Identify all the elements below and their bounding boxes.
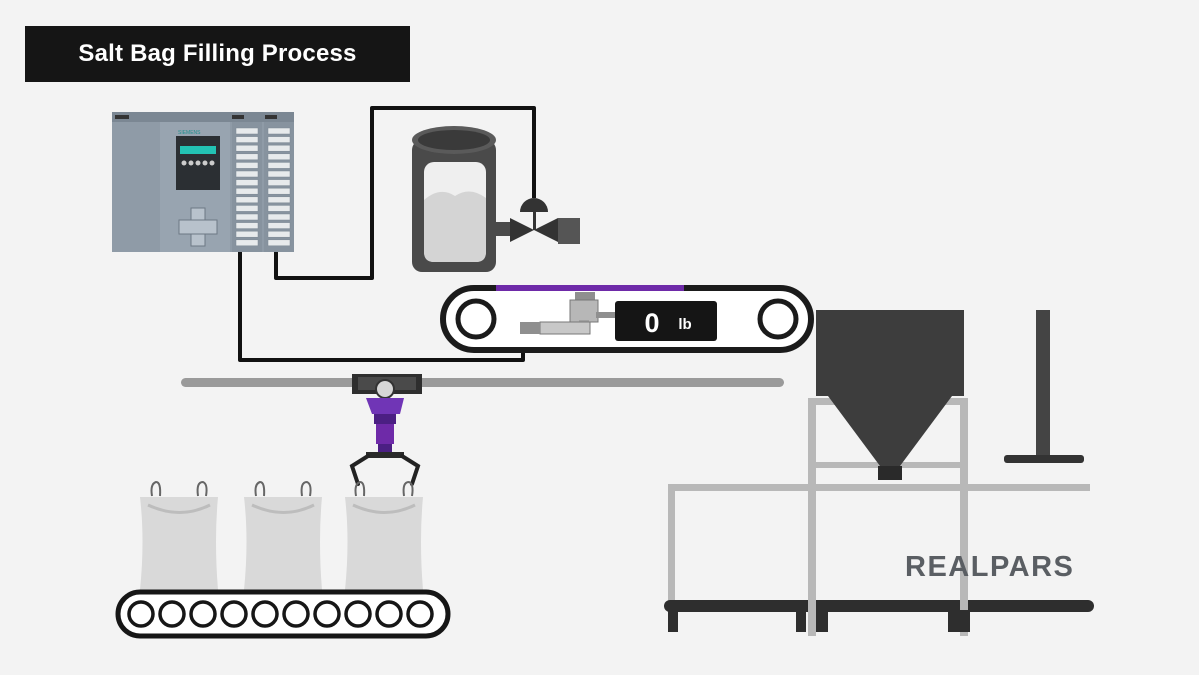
wire-plc-to-valve bbox=[274, 106, 536, 280]
io-terminal bbox=[267, 144, 291, 152]
io-terminal bbox=[267, 230, 291, 238]
io-terminal bbox=[267, 136, 291, 143]
io-terminal bbox=[235, 230, 259, 238]
io-terminal bbox=[235, 179, 259, 186]
bag-gripper-robot bbox=[349, 374, 422, 486]
conveyor-roller bbox=[158, 600, 186, 628]
salt-bag-2 bbox=[244, 480, 322, 590]
conveyor-roller bbox=[251, 600, 279, 628]
conveyor-roller bbox=[282, 600, 310, 628]
io-terminal bbox=[235, 213, 259, 221]
pneumatic-valve bbox=[510, 198, 580, 244]
io-terminal bbox=[267, 222, 291, 229]
io-terminal bbox=[267, 205, 291, 212]
io-terminal bbox=[267, 213, 291, 221]
conveyor-roller bbox=[406, 600, 434, 628]
conveyor-roller bbox=[313, 600, 341, 628]
conveyor-roller bbox=[220, 600, 248, 628]
scale-display-unit: lb bbox=[678, 316, 691, 333]
salt-bag-1 bbox=[140, 480, 218, 590]
brand-logo: REALPARS bbox=[905, 551, 1075, 583]
io-terminal bbox=[267, 153, 291, 161]
io-terminal bbox=[235, 170, 259, 178]
load-cell-icon bbox=[520, 292, 618, 335]
conveyor-roller bbox=[189, 600, 217, 628]
io-terminal bbox=[267, 162, 291, 169]
io-terminal bbox=[235, 187, 259, 195]
post-stand bbox=[1004, 310, 1084, 463]
plc-brand-label: SIEMENS bbox=[178, 130, 201, 136]
scale-display-value: 0 bbox=[644, 308, 659, 338]
io-terminal bbox=[267, 179, 291, 186]
io-terminal bbox=[235, 136, 259, 143]
io-terminal bbox=[235, 162, 259, 169]
conveyor-roller bbox=[344, 600, 372, 628]
io-terminal bbox=[235, 153, 259, 161]
page-title: Salt Bag Filling Process bbox=[25, 26, 410, 82]
io-terminal bbox=[267, 187, 291, 195]
io-terminal bbox=[267, 127, 291, 135]
plc-controller: SIEMENS bbox=[112, 112, 294, 252]
io-terminal bbox=[267, 196, 291, 204]
io-terminal bbox=[267, 239, 291, 247]
io-terminal bbox=[235, 222, 259, 229]
salt-silo bbox=[412, 126, 510, 272]
filling-hopper bbox=[816, 310, 964, 480]
overhead-rail bbox=[181, 378, 784, 387]
conveyor-roller bbox=[375, 600, 403, 628]
io-terminal bbox=[235, 205, 259, 212]
io-terminal bbox=[267, 170, 291, 178]
io-terminal bbox=[235, 239, 259, 247]
io-terminal bbox=[235, 196, 259, 204]
conveyor-roller bbox=[127, 600, 155, 628]
bags-group bbox=[140, 480, 423, 590]
io-terminal bbox=[235, 127, 259, 135]
salt-bag-3 bbox=[345, 480, 423, 590]
plc-dpad-icon bbox=[178, 207, 218, 247]
scale-display: 0 lb bbox=[615, 301, 717, 341]
bag-roller-conveyor bbox=[115, 589, 451, 639]
io-terminal bbox=[235, 144, 259, 152]
